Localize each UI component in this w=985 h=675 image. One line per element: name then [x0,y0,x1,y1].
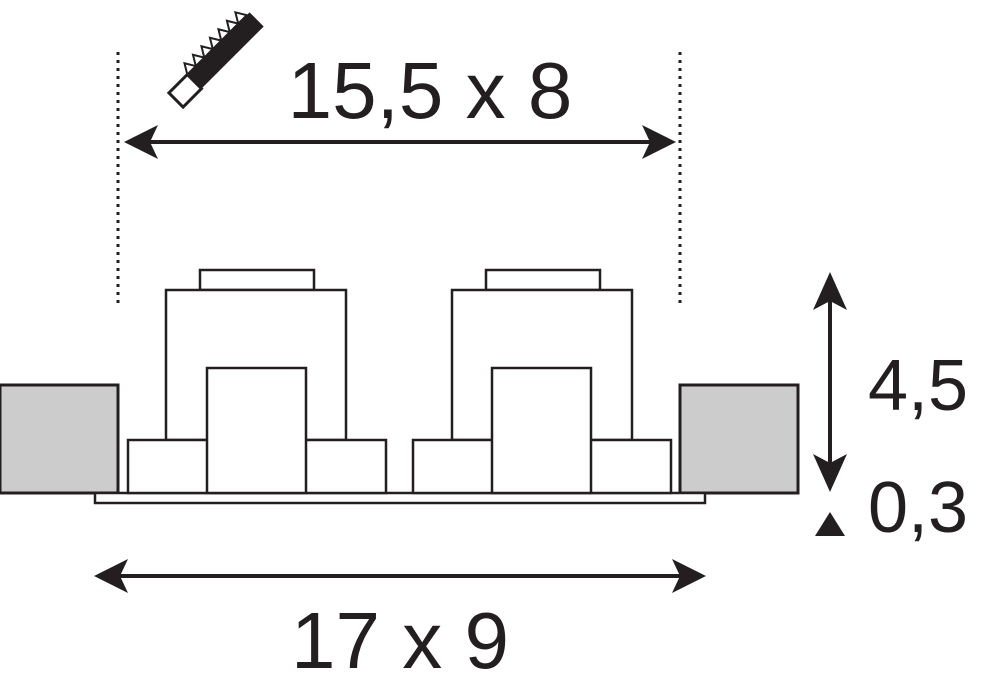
lamp-module-right [411,268,673,495]
saw-icon [166,10,264,110]
ceiling-panel-right [678,383,800,495]
height-dimension-arrow [813,272,847,492]
lamp-module-left [126,268,388,495]
ceiling-panel-left [0,383,120,495]
flange-thickness-label: 0,3 [868,468,968,548]
outer-dimension-arrow [94,559,706,593]
fixture-flange [93,491,707,505]
height-dimension-label: 4,5 [868,346,968,426]
outer-dimension-label: 17 x 9 [291,596,509,675]
cutout-dimension-arrow [124,125,676,159]
cutout-dimension-label: 15,5 x 8 [288,46,573,135]
flange-thickness-arrow [815,512,845,536]
